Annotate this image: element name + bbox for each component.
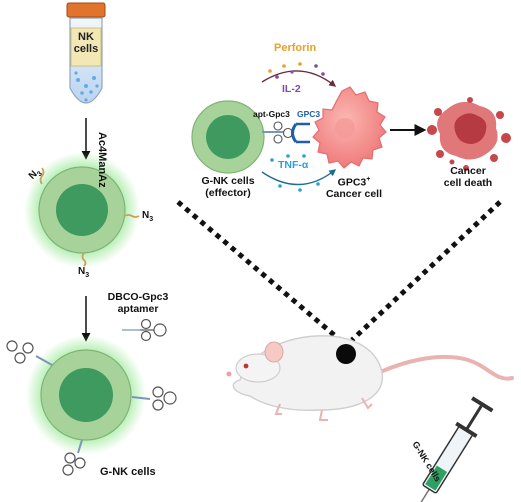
tnf-label: TNF-α <box>278 159 309 171</box>
gpc3-receptor-label: GPC3 <box>297 109 321 119</box>
cancer-cell-label: GPC3+ Cancer cell <box>318 176 390 201</box>
il2-label: IL-2 <box>282 83 301 95</box>
effector-label: G-NK cells (effector) <box>188 175 268 199</box>
effector-line1: G-NK cells <box>201 175 255 187</box>
cell-death-label: Cancer cell death <box>430 165 506 189</box>
azide-symbol-3: N <box>78 266 86 277</box>
ac4manaz-label: Ac4ManAz <box>96 132 108 188</box>
mouse <box>226 335 514 421</box>
arrow-tnf <box>261 169 337 186</box>
dbco-label: DBCO-Gpc3 aptamer <box>96 291 180 315</box>
gnk-cell <box>6 335 177 476</box>
gpc3-receptor <box>291 122 310 144</box>
perforin-dots <box>268 62 325 79</box>
cancer-line2: Cancer cell <box>325 188 383 201</box>
effector-cell <box>191 100 265 174</box>
dbco-line2: aptamer <box>117 302 159 315</box>
azide-label-3: N3 <box>78 266 89 280</box>
arrow-perforin-il2 <box>261 70 337 87</box>
cancer-line1-sup: + <box>366 176 371 183</box>
azide-label-2: N3 <box>142 210 153 224</box>
tube-label-line1: NK <box>78 31 94 43</box>
dotted-line-right <box>350 200 502 342</box>
cancer-line1-base: GPC3 <box>337 176 367 189</box>
azide-labeled-cell <box>24 152 140 268</box>
nk-cell-tube <box>66 2 106 104</box>
syringe <box>409 396 494 502</box>
aptamer-binding <box>262 121 294 144</box>
death-line2: cell death <box>443 176 493 189</box>
dying-cancer-cell <box>427 97 511 171</box>
cancer-line1: GPC3+ <box>318 176 390 189</box>
azide-sub-3: 3 <box>85 272 90 279</box>
tube-label: NK cells <box>71 31 101 55</box>
dotted-line-left <box>176 200 342 342</box>
effector-line2: (effector) <box>205 186 251 199</box>
death-line1: Cancer <box>450 165 486 177</box>
gnk-cells-label: G-NK cells <box>100 466 156 478</box>
free-aptamer <box>122 318 167 342</box>
tnf-dots <box>270 154 320 192</box>
tube-label-line2: cells <box>73 43 99 56</box>
cancer-cell <box>312 86 387 169</box>
azide-sub-2: 3 <box>149 216 154 223</box>
dbco-line1: DBCO-Gpc3 <box>107 291 169 303</box>
azide-symbol-2: N <box>142 210 150 221</box>
perforin-label: Perforin <box>274 42 317 54</box>
apt-gpc3-label: apt-Gpc3 <box>253 109 290 119</box>
